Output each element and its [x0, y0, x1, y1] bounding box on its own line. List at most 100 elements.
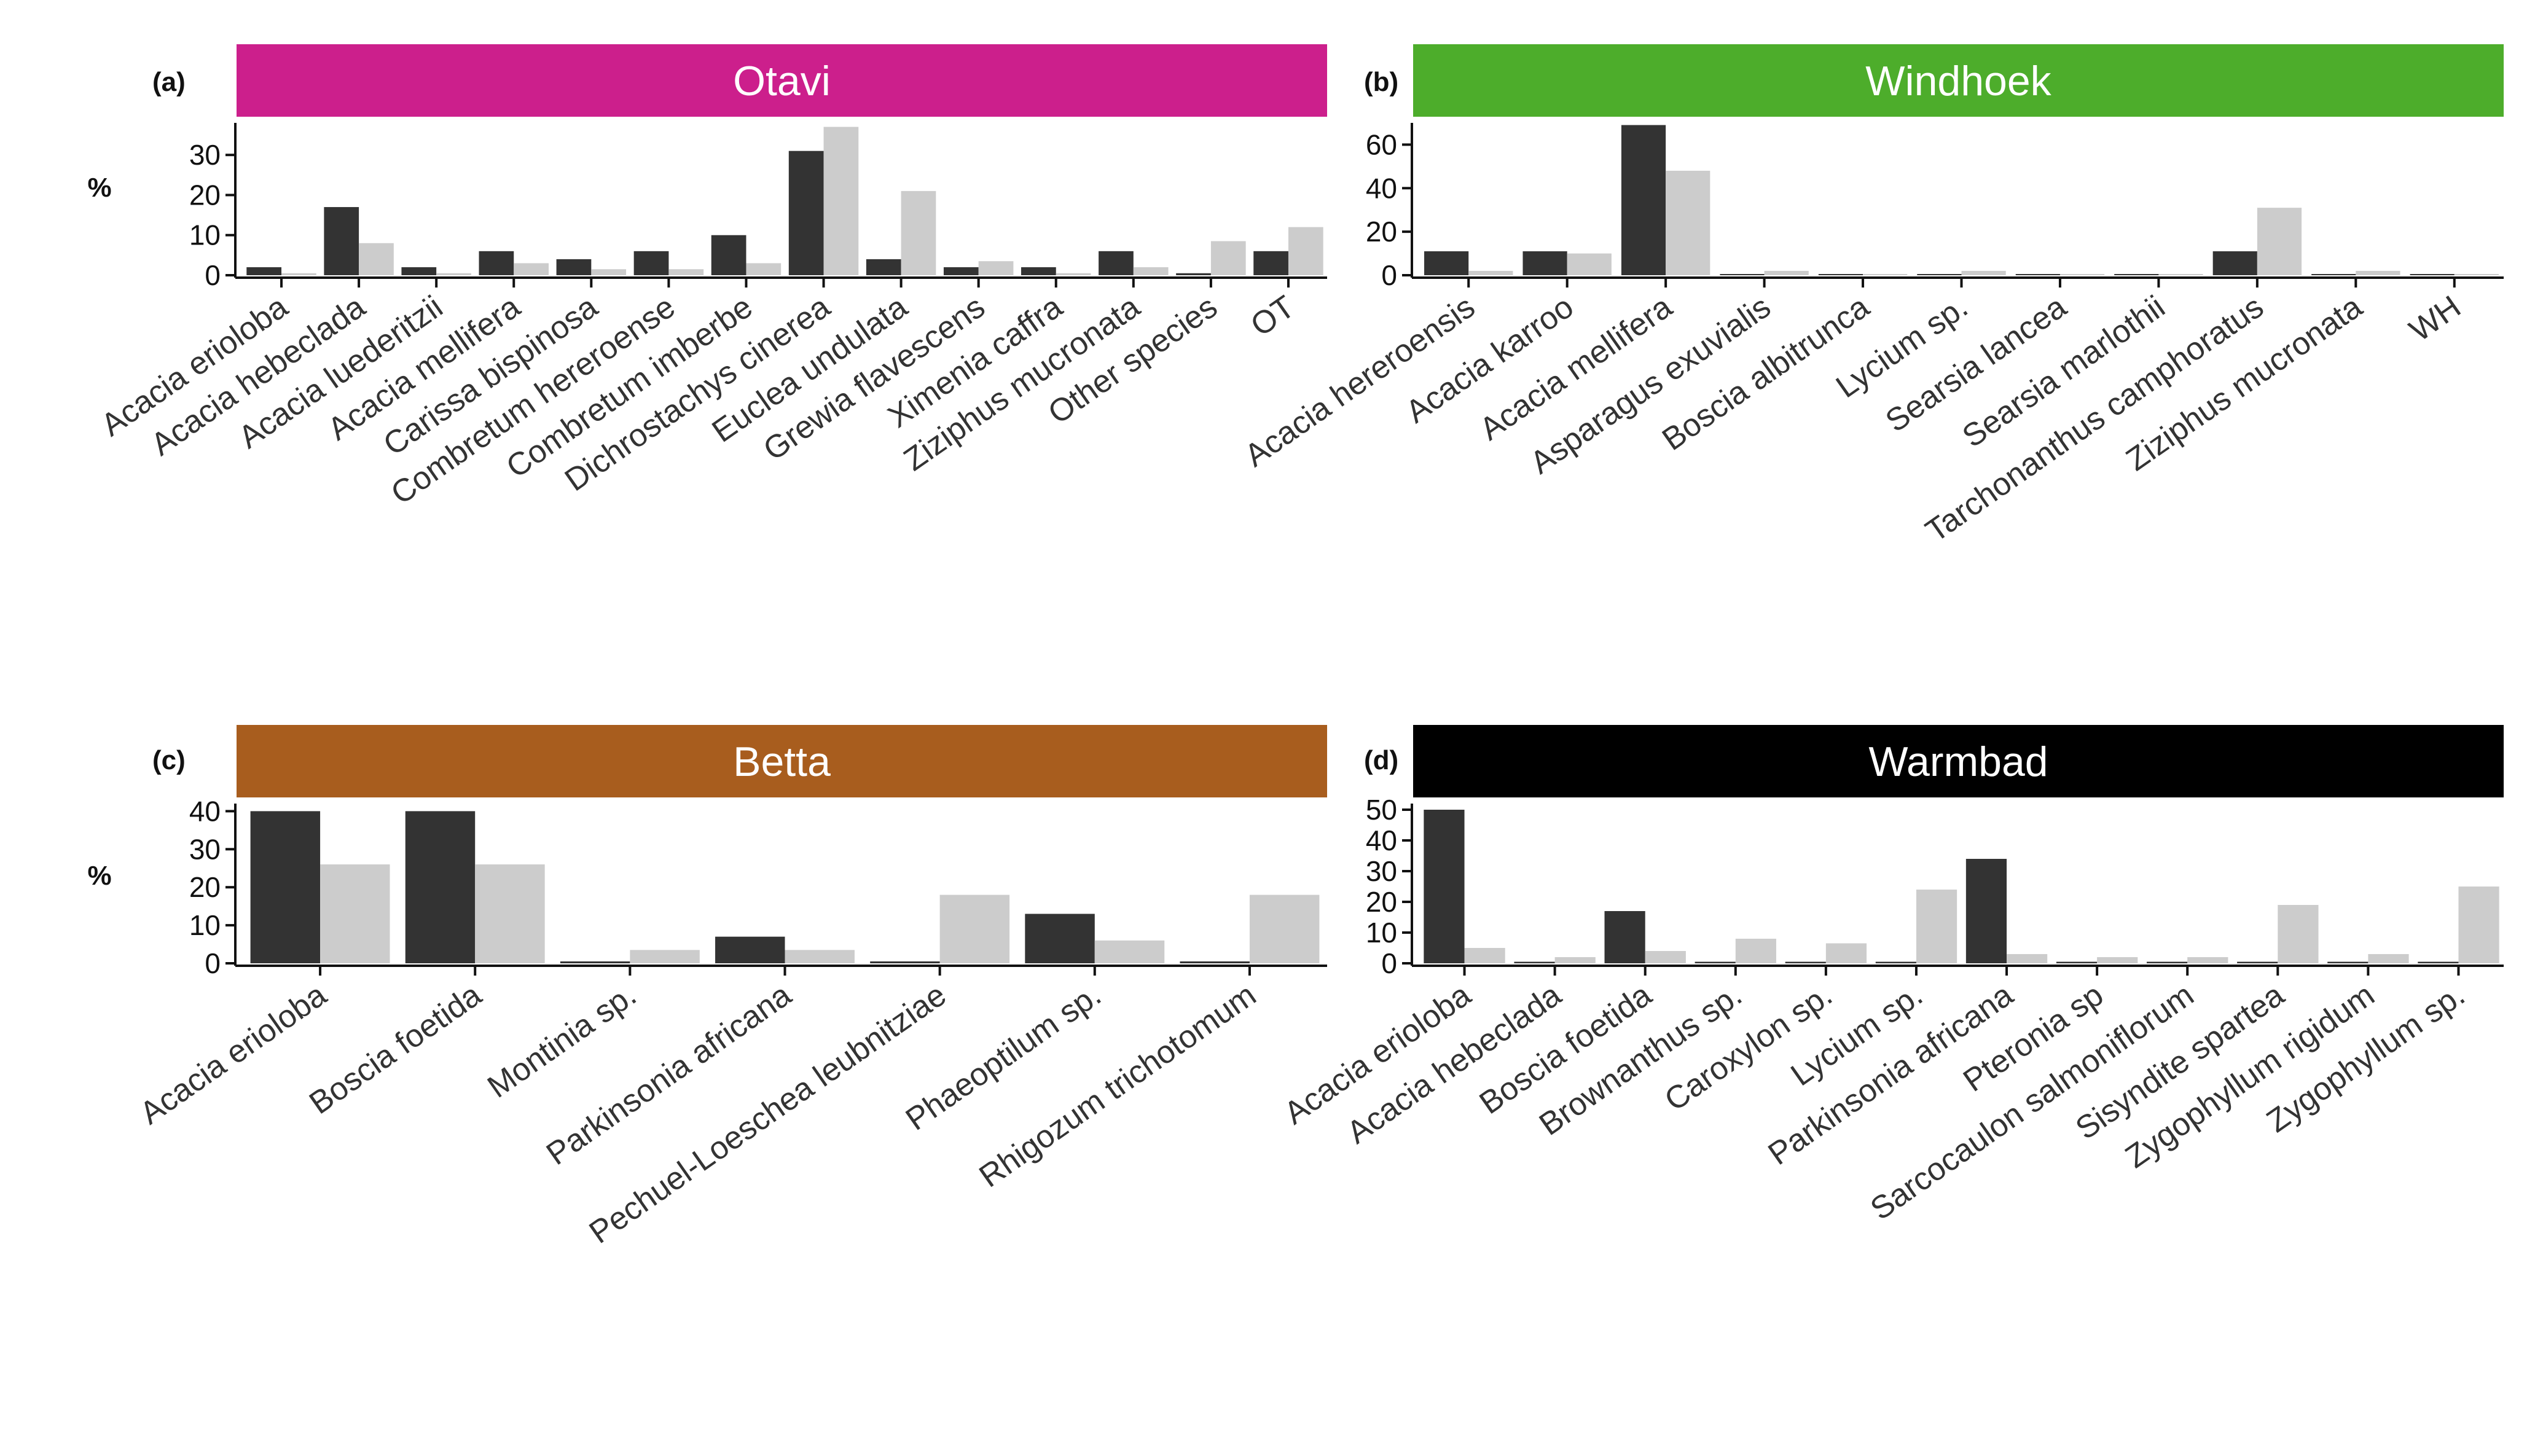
- panel-tag: (d): [1364, 745, 1398, 775]
- bar-light-acacia-mellifera: [514, 263, 549, 275]
- bar-dark-carissa-bispinosa: [556, 259, 592, 275]
- bar-light-caroxylon-sp: [1825, 943, 1867, 963]
- bar-light-ximenia-caffra: [1056, 273, 1091, 275]
- bar-light-carissa-bispinosa: [591, 269, 627, 275]
- bar-dark-boscia-foetida: [1604, 911, 1645, 963]
- panel-title: Windhoek: [1865, 58, 2051, 104]
- bar-dark-lycium-sp: [1875, 961, 1916, 963]
- bar-light-boscia-foetida: [1645, 951, 1686, 963]
- bar-light-dichrostachys-cinerea: [823, 127, 859, 275]
- bar-dark-rhigozum-trichotomum: [1180, 961, 1250, 963]
- y-tick-label: 0: [1381, 259, 1397, 291]
- panel-title: Warmbad: [1868, 738, 2048, 785]
- bar-dark-zygophyllum-rigidum: [2327, 961, 2369, 963]
- y-tick-label: 10: [189, 219, 221, 251]
- bar-dark-acacia-hebeclada: [324, 207, 359, 275]
- bar-dark-caroxylon-sp: [1785, 961, 1826, 963]
- panel-strip: [1413, 725, 2504, 797]
- bar-dark-parkinsonia-africana: [1965, 859, 2007, 963]
- x-tick-label: Montinia sp.: [481, 977, 643, 1105]
- bar-light-acacia-mellifera: [1666, 170, 1710, 275]
- bar-dark-phaeoptilum-sp: [1025, 914, 1095, 963]
- bar-light-acacia-luederitzii: [436, 273, 471, 275]
- bar-dark-wh: [2410, 274, 2455, 275]
- bar-light-acacia-karroo: [1567, 253, 1612, 275]
- y-tick-label: 10: [189, 909, 221, 941]
- panel-strip: [1413, 44, 2504, 117]
- x-tick-label: WH: [2403, 289, 2467, 348]
- panel-tag: (c): [152, 745, 186, 775]
- x-tick-label: OT: [1244, 289, 1301, 343]
- bar-light-ziziphus-mucronata: [2356, 270, 2400, 275]
- bar-dark-parkinsonia-africana: [715, 936, 785, 963]
- bar-dark-boscia-foetida: [405, 811, 476, 963]
- y-tick-label: 0: [205, 947, 221, 979]
- bar-light-parkinsonia-africana: [785, 950, 855, 963]
- panel-strip: [237, 725, 1327, 797]
- bar-light-rhigozum-trichotomum: [1249, 894, 1320, 963]
- panel-strip: [237, 44, 1327, 117]
- y-tick-label: 40: [1366, 172, 1397, 204]
- y-tick-label: 0: [205, 259, 221, 291]
- bar-dark-tarchonanthus-camphoratus: [2212, 251, 2257, 275]
- bar-dark-boscia-albitrunca: [1818, 274, 1863, 275]
- bar-light-grewia-flavescens: [978, 261, 1014, 275]
- bar-dark-montinia-sp: [560, 961, 630, 963]
- bar-light-sarcocaulon-salmoniflorum: [2187, 957, 2228, 963]
- y-tick-label: 50: [1366, 794, 1397, 826]
- bar-dark-dichrostachys-cinerea: [788, 151, 824, 275]
- y-tick-label: 0: [1381, 947, 1397, 979]
- bar-light-searsia-lancea: [2059, 274, 2105, 275]
- bar-light-euclea-undulata: [901, 190, 936, 275]
- bar-light-boscia-albitrunca: [1863, 274, 1908, 275]
- bar-light-pechuel-loeschea-leubnitziae: [939, 894, 1010, 963]
- y-tick-label: 20: [1366, 886, 1397, 918]
- bar-dark-pteronia-sp: [2056, 961, 2098, 963]
- bar-dark-zygophyllum-sp: [2418, 961, 2459, 963]
- bar-light-acacia-erioloba: [281, 273, 316, 275]
- bar-light-lycium-sp: [1916, 890, 1957, 963]
- bar-dark-acacia-erioloba: [1424, 810, 1465, 963]
- bar-dark-other-species: [1176, 273, 1211, 275]
- x-tick-label: Acacia erioloba: [133, 977, 333, 1131]
- bar-light-acacia-hebeclada: [359, 243, 394, 275]
- y-tick-label: 20: [189, 179, 221, 211]
- bar-dark-euclea-undulata: [866, 259, 901, 275]
- bar-dark-sisyndite-spartea: [2237, 961, 2278, 963]
- y-tick-label: 10: [1366, 917, 1397, 949]
- bar-dark-ot: [1253, 251, 1288, 275]
- bar-dark-acacia-mellifera: [479, 251, 514, 275]
- bar-light-tarchonanthus-camphoratus: [2257, 208, 2302, 275]
- bar-light-other-species: [1210, 241, 1246, 275]
- bar-dark-combretum-hereroense: [633, 251, 669, 275]
- bar-dark-grewia-flavescens: [943, 267, 979, 275]
- panel-tag: (b): [1364, 67, 1398, 97]
- bar-light-acacia-erioloba: [1464, 948, 1505, 963]
- bar-dark-sarcocaulon-salmoniflorum: [2147, 961, 2188, 963]
- bar-light-zygophyllum-rigidum: [2368, 954, 2409, 963]
- panel-title: Otavi: [733, 58, 831, 104]
- bar-light-acacia-hereroensis: [1468, 270, 1513, 275]
- x-tick-label: Parkinsonia africana: [540, 977, 797, 1172]
- bar-dark-combretum-imberbe: [711, 235, 746, 275]
- bar-dark-acacia-hebeclada: [1514, 961, 1555, 963]
- panel-title: Betta: [733, 738, 831, 785]
- bar-light-combretum-hereroense: [668, 269, 704, 275]
- bar-dark-acacia-luederitzii: [401, 267, 437, 275]
- bar-light-searsia-marlothii: [2158, 274, 2203, 275]
- y-tick-label: 40: [1366, 824, 1397, 856]
- bar-light-boscia-foetida: [475, 864, 545, 963]
- bar-dark-searsia-lancea: [2015, 274, 2060, 275]
- bar-dark-pechuel-loeschea-leubnitziae: [870, 961, 940, 963]
- bar-dark-asparagus-exuvialis: [1720, 274, 1765, 275]
- y-tick-label: 20: [1366, 216, 1397, 248]
- panel-tag: (a): [152, 67, 186, 97]
- y-tick-label: 40: [189, 795, 221, 827]
- bar-light-phaeoptilum-sp: [1094, 940, 1165, 963]
- bar-light-ziziphus-mucronata: [1133, 267, 1169, 275]
- bar-light-acacia-hebeclada: [1554, 957, 1596, 963]
